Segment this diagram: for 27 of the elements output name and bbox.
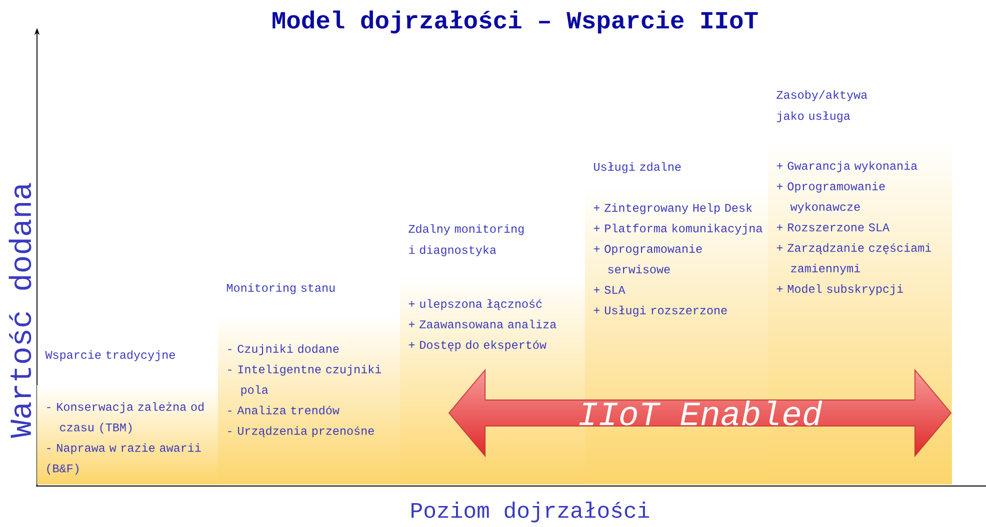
bullet-list: + ulepszona łączność + Zaawansowana analiza + Dostęp do ekspertów bbox=[408, 299, 556, 352]
node-label: + Oprogramowanie wykonawcze bbox=[776, 182, 885, 214]
node-label: - Analiza trendów bbox=[228, 406, 340, 414]
axis-label: Wartość dodana bbox=[8, 183, 32, 438]
node-label: + Zarządzanie częściami zamiennymi bbox=[776, 243, 932, 275]
node-label: + Oprogramowanie serwisowe bbox=[594, 244, 702, 274]
node-label: + Rozszerzone SLA bbox=[776, 223, 890, 232]
column-heading: Monitoring stanu bbox=[226, 283, 335, 294]
node-label: - Inteligentne czujniki pola bbox=[228, 364, 382, 396]
node-label: - Czujniki dodane bbox=[228, 344, 339, 356]
column-heading: Usługi zdalne bbox=[594, 162, 681, 174]
title: Model dojrzałości – Wsparcie IIoT bbox=[272, 10, 758, 34]
node-label: + Zintegrowany Help Desk bbox=[594, 203, 752, 214]
node-label: - Urządzenia przenośne bbox=[228, 426, 374, 438]
node-label: + SLA bbox=[594, 286, 626, 294]
bullet-list: - Konserwacja zależna od czasu (TBM) - Naprawa w razie awarii (B&F) bbox=[47, 402, 204, 475]
column-heading: Zdalny monitoring i diagnostyka bbox=[408, 224, 524, 256]
node-label: + Platforma komunikacyjna bbox=[594, 224, 762, 235]
bullet-list: + Gwarancja wykonania + Oprogramowanie wykonawcze + Rozszerzone SLA + Zarządzanie częściami zamiennymi + Model subskrypcji bbox=[776, 161, 932, 296]
bullet-list: + Zintegrowany Help Desk + Platforma komunikacyjna + Oprogramowanie serwisowe + SLA + Usługi rozszerzone bbox=[594, 203, 762, 317]
axis-label: Poziom dojrzałości bbox=[412, 502, 650, 522]
node-label: + Gwarancja wykonania bbox=[776, 161, 918, 172]
node-label: + Model subskrypcji bbox=[776, 284, 903, 296]
node-label: + Usługi rozszerzone bbox=[594, 306, 727, 317]
column-heading: Wsparcie tradycyjne bbox=[45, 350, 175, 362]
column-heading: Zasoby/aktywa jako usługa bbox=[776, 90, 868, 122]
bullet-list: - Czujniki dodane - Inteligentne czujniki pola - Analiza trendów - Urządzenia przenośne bbox=[228, 344, 382, 438]
